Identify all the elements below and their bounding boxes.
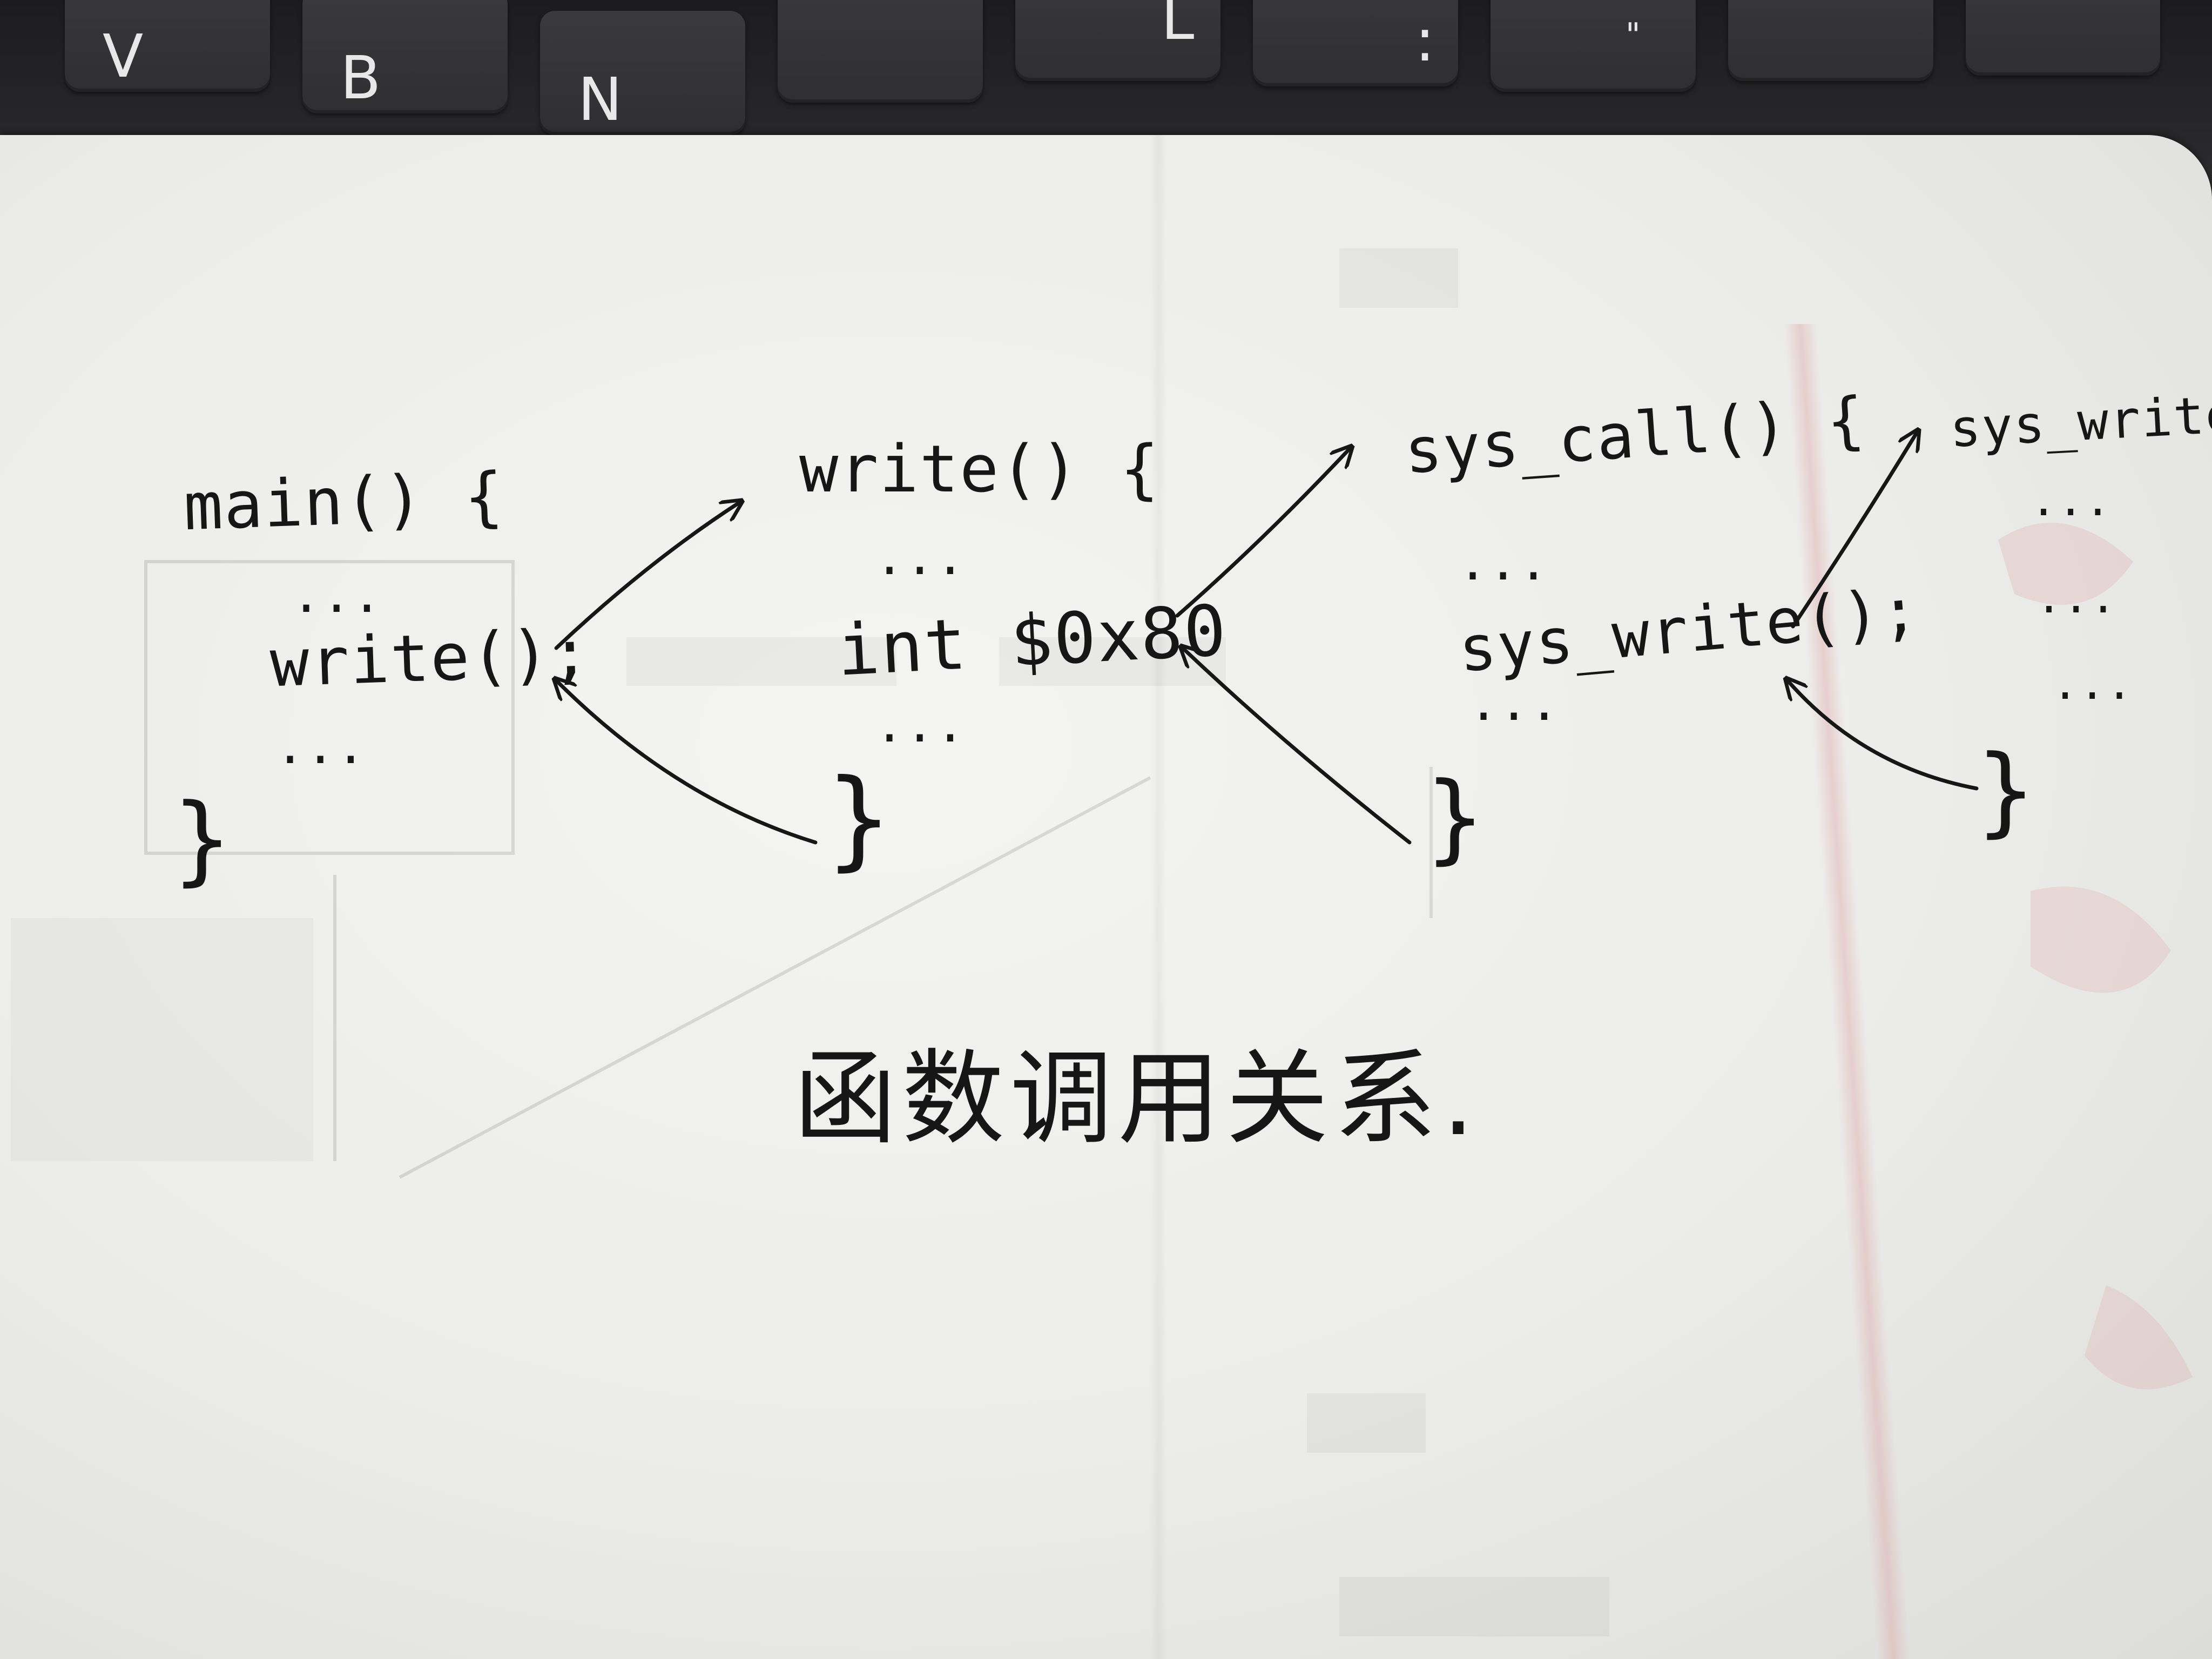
keyboard-key <box>1966 0 2160 76</box>
arrow-syswrite-return-to-syscall <box>1788 680 1979 791</box>
syswrite-dots-3: ... <box>2052 659 2134 709</box>
key-label: L <box>1161 0 1195 53</box>
key-label: V <box>103 22 144 91</box>
arrow-syscall-to-syswrite <box>1791 432 1917 629</box>
arrow-write-return-to-main <box>556 680 818 845</box>
keyboard-key <box>778 0 983 103</box>
page-fold <box>1150 135 1166 1659</box>
arrow-main-to-write <box>554 502 740 650</box>
syswrite-dots-1: ... <box>2031 475 2112 525</box>
caption-function-call-relationship: 函数调用关系. <box>794 1039 1480 1158</box>
notebook-page <box>0 135 2212 1659</box>
keyboard-key: N <box>540 11 745 135</box>
keyboard-key: " <box>1491 0 1696 92</box>
key-label: : <box>1415 5 1435 75</box>
key-label: N <box>578 65 623 134</box>
main-dots-top: ... <box>292 567 383 624</box>
key-label: " <box>1626 16 1641 54</box>
write-dots-bottom: ... <box>875 697 966 753</box>
syswrite-close-brace: } <box>1977 734 2036 847</box>
write-dots-top: ... <box>875 529 966 586</box>
syswrite-dots-2: ... <box>2036 572 2117 623</box>
main-dots-bottom: ... <box>275 718 367 775</box>
keyboard-key: L <box>1015 0 1220 81</box>
write-close-brace: } <box>826 756 893 882</box>
syscall-close-brace: } <box>1426 761 1486 874</box>
arrow-write-to-syscall <box>1175 448 1350 618</box>
keyboard-key <box>1728 0 1933 81</box>
syscall-dots-top: ... <box>1458 535 1549 591</box>
keyboard-key: V <box>65 0 270 92</box>
keyboard-key: B <box>302 0 508 113</box>
key-label: B <box>340 43 381 112</box>
syscall-dots-bottom: ... <box>1469 675 1560 732</box>
write-function-header: write() { <box>799 432 1161 507</box>
keyboard-key: : <box>1253 0 1458 86</box>
main-close-brace: } <box>173 783 233 896</box>
arrow-syscall-return-to-write <box>1183 648 1412 845</box>
